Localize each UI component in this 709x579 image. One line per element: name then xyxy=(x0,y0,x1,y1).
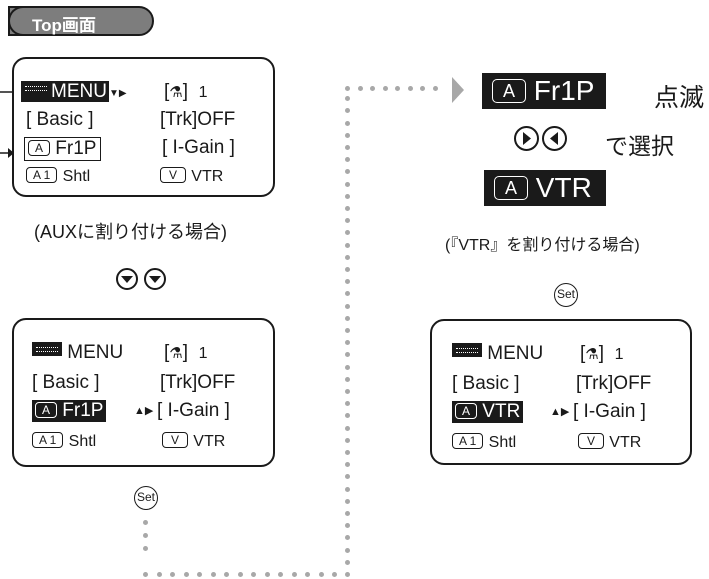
menu-row: MENU▼▶ xyxy=(21,81,127,105)
lcd-screen-result: MENU [⚗] 1 [ Basic ] [Trk]OFF A VTR ▲▶ [… xyxy=(430,319,692,465)
a-key-large: A xyxy=(494,176,529,200)
caption-aux: (AUXに割り付ける場合) xyxy=(34,222,227,242)
igain-label: [ I-Gain ] xyxy=(157,400,230,421)
menu-icon xyxy=(32,342,62,356)
fr1p-label: Fr1P xyxy=(62,400,104,421)
trk-label: [Trk]OFF xyxy=(160,109,236,130)
fr1p-label: Fr1P xyxy=(55,138,97,159)
vtr-assigned-label: VTR xyxy=(482,401,521,422)
set-button-icon-right: Set xyxy=(554,283,578,307)
fr1p-selected: A Fr1P xyxy=(32,400,107,422)
caption-vtr: (『VTR』を割り付ける場合) xyxy=(445,237,640,254)
vtr-row: V VTR xyxy=(578,431,641,454)
shtl-label: Shtl xyxy=(488,434,517,451)
person-channel: [⚗] 1 xyxy=(580,343,624,364)
v-key: V xyxy=(162,432,189,448)
a1-key: A 1 xyxy=(32,432,64,448)
vtr-label: VTR xyxy=(609,434,642,451)
top-screen-tab-label: Top画面 xyxy=(32,16,96,35)
vtr-label: VTR xyxy=(191,168,224,185)
set-button-icon: Set xyxy=(134,486,158,510)
fr1p-highlight: A Fr1P xyxy=(24,137,102,161)
menu-icon xyxy=(21,81,51,95)
updown-arrow-icon: ▲▶ xyxy=(550,406,570,418)
vtr-label: VTR xyxy=(193,433,226,450)
result-value: VTR xyxy=(535,172,592,203)
trk-label: [Trk]OFF xyxy=(160,372,236,393)
a-key: A xyxy=(35,402,58,418)
blink-value-box: A Fr1P xyxy=(482,73,607,109)
person-channel: [⚗] 1 xyxy=(164,342,208,363)
left-button-icon xyxy=(542,126,567,151)
lcd-screen-selected: MENU [⚗] 1 [ Basic ] [Trk]OFF A Fr1P ▲▶ … xyxy=(12,318,275,467)
vtr-row: V VTR xyxy=(160,165,223,188)
v-key: V xyxy=(578,433,605,449)
down-button-icon-2 xyxy=(144,268,166,290)
person-channel: [⚗] 1 xyxy=(164,81,208,102)
result-value-box: A VTR xyxy=(484,170,606,206)
menu-row: MENU xyxy=(452,343,543,365)
flow-arrow-icon xyxy=(452,77,464,103)
top-screen-tab: Top画面 xyxy=(8,6,154,36)
select-text: で選択 xyxy=(605,133,674,159)
a-key: A xyxy=(28,140,51,156)
shtl-row: A 1 Shtl xyxy=(452,431,516,454)
basic-label: [ Basic ] xyxy=(26,109,94,130)
a-key: A xyxy=(455,403,478,419)
menu-row: MENU xyxy=(32,342,123,364)
person-icon: ⚗ xyxy=(169,345,183,362)
down-button-icon-1 xyxy=(116,268,138,290)
blink-value: Fr1P xyxy=(533,75,595,106)
trk-label: [Trk]OFF xyxy=(576,373,652,394)
igain-label: [ I-Gain ] xyxy=(573,401,646,422)
right-button-icon xyxy=(514,126,539,151)
shtl-row: A 1 Shtl xyxy=(26,165,90,188)
pointer-lines xyxy=(0,91,14,158)
shtl-row: A 1 Shtl xyxy=(32,430,96,453)
menu-label: MENU xyxy=(51,81,107,102)
v-key: V xyxy=(160,167,187,183)
person-icon: ⚗ xyxy=(585,346,599,363)
basic-label: [ Basic ] xyxy=(32,372,100,393)
a-key-large: A xyxy=(492,79,527,103)
menu-label: MENU xyxy=(67,342,124,363)
shtl-label: Shtl xyxy=(68,433,97,450)
a1-key: A 1 xyxy=(452,433,484,449)
shtl-label: Shtl xyxy=(62,168,91,185)
blink-text: 点滅 xyxy=(654,84,705,112)
menu-label: MENU xyxy=(487,343,544,364)
igain-label: [ I-Gain ] xyxy=(162,137,235,158)
menu-icon xyxy=(452,343,482,357)
vtr-selected: A VTR xyxy=(452,401,524,423)
basic-label: [ Basic ] xyxy=(452,373,520,394)
a1-key: A 1 xyxy=(26,167,58,183)
vtr-row: V VTR xyxy=(162,430,225,453)
lcd-screen-initial: MENU▼▶ [⚗] 1 [ Basic ] [Trk]OFF A Fr1P [… xyxy=(12,57,275,197)
updown-arrow-icon: ▲▶ xyxy=(134,405,154,417)
person-icon: ⚗ xyxy=(169,84,183,101)
